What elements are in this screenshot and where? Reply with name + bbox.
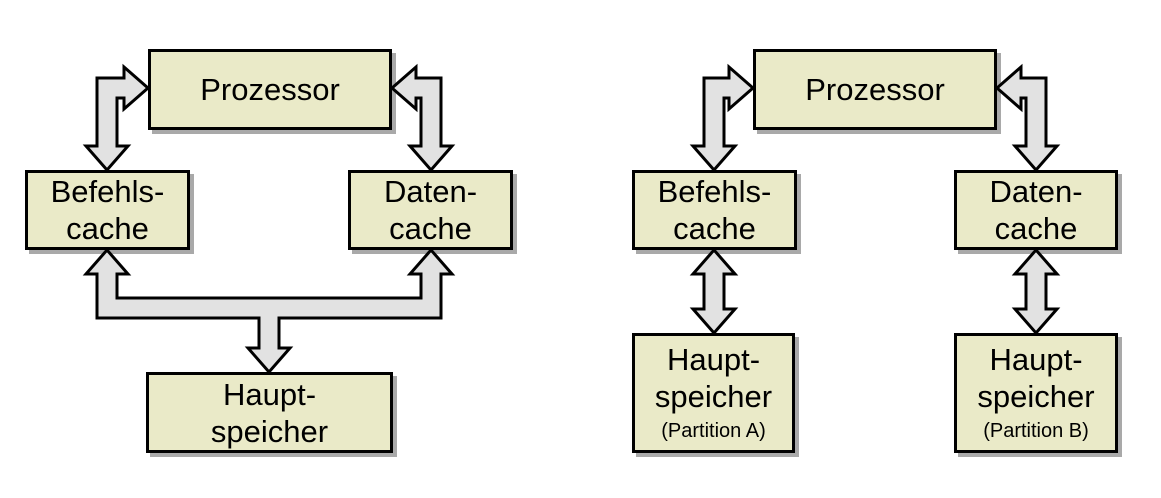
right-instruction-cache-main-memory-a-arrow-icon: [689, 247, 739, 336]
right-main-memory-a-label-line2: speicher: [654, 379, 773, 414]
left-main-memory-label-line2: speicher: [210, 413, 329, 449]
left-processor-instruction-cache-arrow-icon: [82, 63, 151, 173]
left-data-cache-box: Daten- cache: [348, 170, 513, 250]
left-data-cache-label-line1: Daten-: [383, 174, 478, 209]
right-main-memory-partition-b-box: Haupt- speicher (Partition B): [954, 333, 1118, 453]
right-data-cache-box: Daten- cache: [954, 170, 1118, 250]
right-processor-label: Prozessor: [805, 72, 945, 107]
left-processor-data-cache-arrow-icon: [389, 63, 456, 173]
left-main-memory-box: Haupt- speicher: [146, 372, 393, 453]
right-main-memory-b-label-line1: Haupt-: [989, 342, 1083, 377]
left-data-cache-label-line2: cache: [389, 211, 472, 246]
right-instruction-cache-label-line2: cache: [673, 211, 756, 246]
right-processor-box: Prozessor: [753, 49, 997, 130]
left-processor-box: Prozessor: [148, 49, 392, 130]
right-instruction-cache-box: Befehls- cache: [632, 170, 797, 250]
left-main-memory-label-line1: Haupt-: [222, 376, 317, 412]
right-data-cache-label-line2: cache: [994, 211, 1078, 246]
right-main-memory-b-sublabel: (Partition B): [983, 420, 1089, 442]
left-instruction-cache-box: Befehls- cache: [25, 170, 190, 250]
left-caches-main-memory-arrow-icon: [82, 247, 456, 375]
right-data-cache-label-line1: Daten-: [989, 174, 1083, 209]
right-main-memory-b-label-line2: speicher: [977, 379, 1095, 414]
left-instruction-cache-label-line1: Befehls-: [50, 174, 165, 209]
right-data-cache-main-memory-b-arrow-icon: [1011, 247, 1061, 336]
right-main-memory-a-label-line1: Haupt-: [666, 342, 761, 377]
right-processor-instruction-cache-arrow-icon: [689, 63, 756, 173]
left-processor-label: Prozessor: [200, 72, 340, 107]
right-instruction-cache-label-line1: Befehls-: [657, 174, 772, 209]
right-main-memory-a-sublabel: (Partition A): [661, 420, 766, 442]
left-instruction-cache-label-line2: cache: [66, 211, 149, 246]
right-main-memory-partition-a-box: Haupt- speicher (Partition A): [632, 333, 795, 453]
right-processor-data-cache-arrow-icon: [994, 63, 1061, 173]
